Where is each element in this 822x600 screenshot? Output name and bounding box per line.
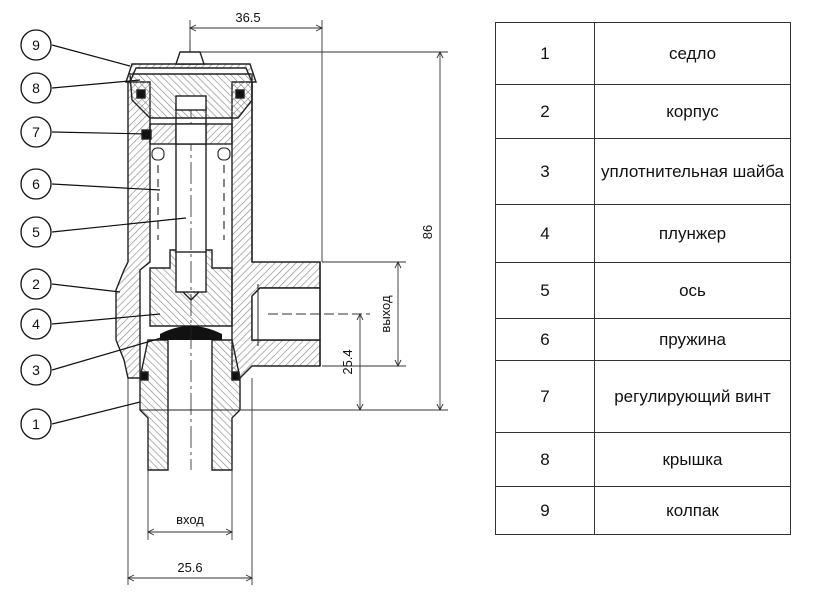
- adjusting-screw: [141, 123, 233, 145]
- callout-3: 3: [20, 354, 52, 386]
- callout-9: 9: [20, 29, 52, 61]
- callout-6: 6: [20, 168, 52, 200]
- legend-row: 9 колпак: [495, 486, 791, 535]
- callout-leaders: [51, 44, 187, 425]
- dim-bottom-width: 25.6: [177, 560, 202, 575]
- legend-row: 3 уплотнительная шайба: [495, 138, 791, 205]
- outlet-label: выход: [378, 295, 393, 333]
- callout-8-num: 8: [32, 80, 40, 96]
- legend-row: 8 крышка: [495, 432, 791, 487]
- dimension-labels: 36.5 86 25.4 выход вход 25.6: [176, 10, 435, 575]
- dimension-lines: [126, 20, 448, 585]
- legend-num: 9: [495, 486, 595, 535]
- legend-name: корпус: [594, 84, 791, 139]
- legend-row: 5 ось: [495, 262, 791, 319]
- legend-name: регулирующий винт: [594, 360, 791, 433]
- valve-spring: [151, 147, 231, 240]
- legend-name: ось: [594, 262, 791, 319]
- callout-5: 5: [20, 216, 52, 248]
- legend-name: крышка: [594, 432, 791, 487]
- legend-row: 7 регулирующий винт: [495, 360, 791, 433]
- legend-name: седло: [594, 22, 791, 85]
- valve-section-drawing: 36.5 86 25.4 выход вход 25.6 9 8 7 6 5: [20, 10, 448, 585]
- callout-7-num: 7: [32, 124, 40, 140]
- callout-7: 7: [20, 116, 52, 148]
- legend-name: уплотнительная шайба: [594, 138, 791, 205]
- legend-row: 2 корпус: [495, 84, 791, 139]
- legend-num: 3: [495, 138, 595, 205]
- legend-row: 6 пружина: [495, 318, 791, 361]
- valve-seat: [139, 339, 241, 471]
- legend-num: 1: [495, 22, 595, 85]
- callout-4-num: 4: [32, 316, 40, 332]
- legend-name: колпак: [594, 486, 791, 535]
- legend-num: 4: [495, 204, 595, 263]
- legend-name: пружина: [594, 318, 791, 361]
- legend-name: плунжер: [594, 204, 791, 263]
- legend-num: 5: [495, 262, 595, 319]
- legend-num: 6: [495, 318, 595, 361]
- dim-height: 86: [420, 225, 435, 239]
- legend-row: 4 плунжер: [495, 204, 791, 263]
- callout-5-num: 5: [32, 224, 40, 240]
- callout-1: 1: [20, 408, 52, 440]
- callout-3-num: 3: [32, 362, 40, 378]
- inlet-label: вход: [176, 512, 204, 527]
- callout-2-num: 2: [32, 276, 40, 292]
- callout-4: 4: [20, 308, 52, 340]
- legend-num: 2: [495, 84, 595, 139]
- legend-num: 7: [495, 360, 595, 433]
- dim-top-width: 36.5: [235, 10, 260, 25]
- callout-9-num: 9: [32, 37, 40, 53]
- callout-6-num: 6: [32, 176, 40, 192]
- legend-num: 8: [495, 432, 595, 487]
- legend-row: 1 седло: [495, 22, 791, 85]
- callout-1-num: 1: [32, 416, 40, 432]
- parts-legend-table: 1 седло 2 корпус 3 уплотнительная шайба …: [495, 22, 791, 535]
- dim-outlet-height: 25.4: [340, 349, 355, 374]
- valve-cover: [129, 73, 253, 119]
- callout-2: 2: [20, 268, 52, 300]
- callout-8: 8: [20, 72, 52, 104]
